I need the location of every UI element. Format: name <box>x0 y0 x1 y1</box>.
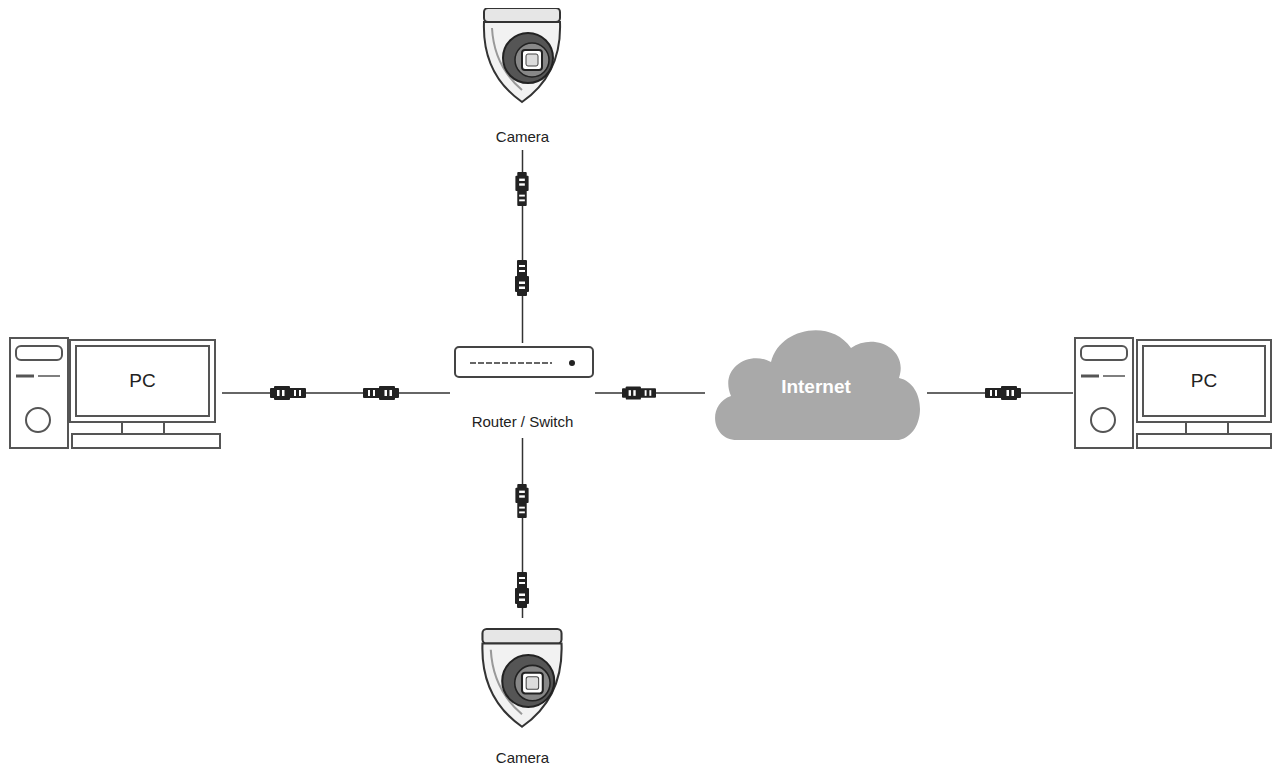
camera-icon <box>484 8 560 102</box>
node-label: Internet <box>725 352 907 422</box>
label-text: Router / Switch <box>472 413 574 430</box>
label-text: Camera <box>496 128 549 145</box>
camera-node: Camera <box>460 618 585 770</box>
cable-plug <box>515 172 528 206</box>
label-text: Camera <box>496 749 549 766</box>
router-node: Router / Switch <box>450 343 595 438</box>
cable-plug <box>515 260 529 296</box>
cable-plug <box>622 386 656 399</box>
cable-plug <box>515 484 528 518</box>
node-label: Camera <box>460 124 585 148</box>
label-text: Internet <box>781 376 851 398</box>
pc-node: PC <box>8 336 222 450</box>
cable-plug <box>985 386 1021 400</box>
router-icon <box>455 347 593 377</box>
internet-cloud: Internet <box>705 312 927 462</box>
node-label: Router / Switch <box>450 409 595 433</box>
network-cable <box>222 392 450 394</box>
node-label: PC <box>76 346 209 416</box>
pc-icon <box>10 338 220 448</box>
label-text: PC <box>1191 370 1217 392</box>
cable-plug <box>363 386 399 400</box>
cable-plug <box>515 572 529 608</box>
node-label: PC <box>1143 346 1265 416</box>
pc-node: PC <box>1073 336 1272 450</box>
node-label: Camera <box>460 746 585 768</box>
pc-icon <box>1075 338 1271 448</box>
cable-plug <box>270 386 306 400</box>
label-text: PC <box>129 370 155 392</box>
camera-icon <box>482 629 561 727</box>
camera-node: Camera <box>460 6 585 150</box>
